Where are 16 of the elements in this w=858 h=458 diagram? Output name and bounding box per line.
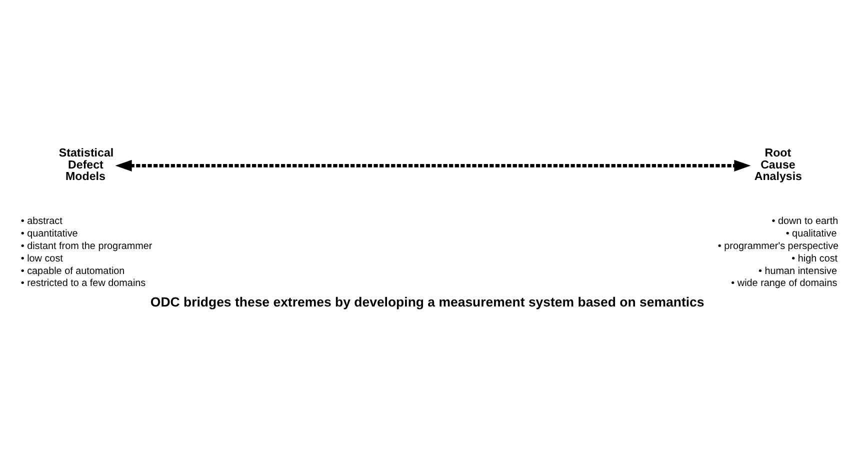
arrow xyxy=(115,160,751,172)
node-label: • programmer's perspective xyxy=(718,240,839,252)
node-label: • high cost xyxy=(792,253,838,264)
node-label: • abstract xyxy=(20,216,62,228)
node-text: Root Cause Analysis xyxy=(754,148,802,183)
node-label: • low cost xyxy=(20,253,63,264)
node-label: • qualitative xyxy=(786,228,837,240)
node-label: • down to earth xyxy=(772,216,838,228)
node-label: • capable of automation xyxy=(20,266,125,277)
node-label: • wide range of domains xyxy=(731,278,838,290)
node-label: • human intensive xyxy=(758,266,837,277)
node-label: • quantitative xyxy=(20,228,78,240)
node-label: • distant from the programmer xyxy=(20,240,152,252)
node-label: • restricted to a few domains xyxy=(20,278,146,290)
caption: ODC bridges these extremes by developing a measurement system based on semantics xyxy=(150,294,704,310)
node-text: Statistical Defect Models xyxy=(58,148,114,183)
